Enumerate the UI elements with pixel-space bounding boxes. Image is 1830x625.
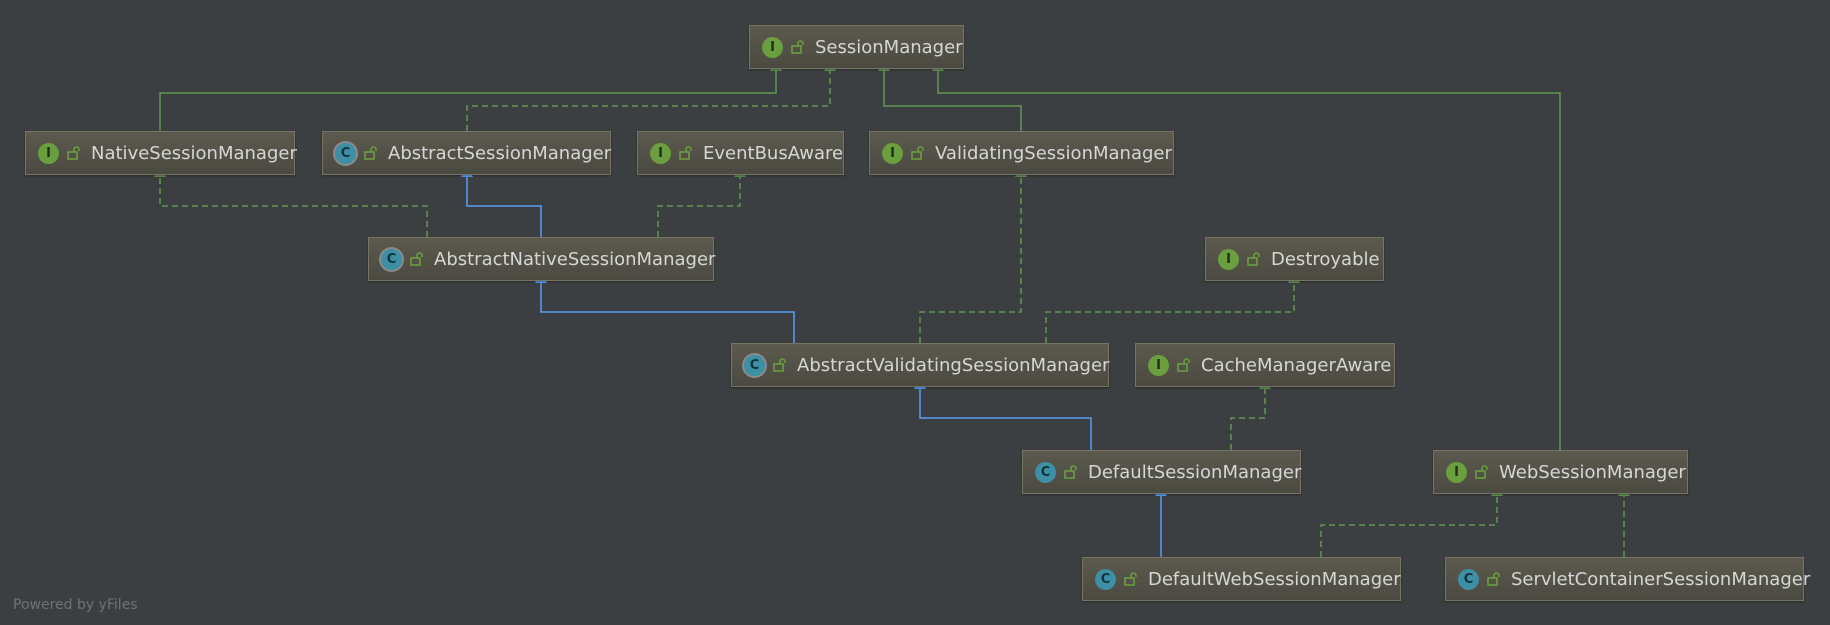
node-label: NativeSessionManager <box>91 142 297 164</box>
node-cache-manager-aware[interactable]: I CacheManagerAware <box>1135 343 1395 387</box>
class-icon: C <box>1095 568 1116 590</box>
node-label: Destroyable <box>1271 248 1380 270</box>
interface-icon: I <box>38 142 59 164</box>
public-lock-icon <box>1487 572 1500 586</box>
node-label: CacheManagerAware <box>1201 354 1392 376</box>
public-lock-icon <box>791 40 804 54</box>
public-lock-icon <box>773 358 786 372</box>
edge-default-to-abstract-validating <box>914 377 1092 450</box>
edge-abstract-validating-to-validating <box>919 165 1027 343</box>
public-lock-icon <box>1124 572 1137 586</box>
public-lock-icon <box>1064 465 1077 479</box>
interface-icon: I <box>1148 354 1169 376</box>
edge-abstract-native-to-abstract <box>461 165 542 237</box>
powered-by-footer: Powered by yFiles <box>13 597 138 613</box>
node-native-session-manager[interactable]: I NativeSessionManager <box>25 131 297 175</box>
node-label: EventBusAware <box>703 142 844 164</box>
node-servlet-container-session-manager[interactable]: C ServletContainerSessionManager <box>1445 557 1810 601</box>
edge-web-to-session-manager <box>932 59 1561 450</box>
abstract-class-icon: C <box>381 248 402 270</box>
node-label: AbstractSessionManager <box>388 142 612 164</box>
edge-default-to-cache-manager-aware <box>1230 377 1271 450</box>
node-validating-session-manager[interactable]: I ValidatingSessionManager <box>869 131 1174 175</box>
interface-icon: I <box>1446 461 1467 483</box>
node-event-bus-aware[interactable]: I EventBusAware <box>637 131 844 175</box>
edge-default-web-to-web <box>1320 484 1503 557</box>
node-label: WebSessionManager <box>1499 461 1686 483</box>
edge-validating-to-session-manager <box>878 59 1022 131</box>
edge-abstract-native-to-event-bus-aware <box>657 165 746 237</box>
edge-abstract-validating-to-destroyable <box>1045 271 1300 343</box>
edge-abstract-to-session-manager <box>466 59 836 131</box>
public-lock-icon <box>911 146 924 160</box>
public-lock-icon <box>1177 358 1190 372</box>
abstract-class-icon: C <box>744 354 765 376</box>
node-abstract-native-session-manager[interactable]: C AbstractNativeSessionManager <box>368 237 716 281</box>
node-web-session-manager[interactable]: I WebSessionManager <box>1433 450 1688 494</box>
node-destroyable[interactable]: I Destroyable <box>1205 237 1384 281</box>
node-label: SessionManager <box>815 36 963 58</box>
node-session-manager[interactable]: I SessionManager <box>749 25 964 69</box>
node-label: DefaultSessionManager <box>1088 461 1302 483</box>
public-lock-icon <box>679 146 692 160</box>
edge-abstract-native-to-native <box>154 165 428 237</box>
class-icon: C <box>1035 461 1056 483</box>
edge-native-to-session-manager <box>159 59 782 131</box>
public-lock-icon <box>1475 465 1488 479</box>
public-lock-icon <box>67 146 80 160</box>
node-label: AbstractValidatingSessionManager <box>797 354 1110 376</box>
node-label: DefaultWebSessionManager <box>1148 568 1401 590</box>
public-lock-icon <box>410 252 423 266</box>
class-icon: C <box>1458 568 1479 590</box>
abstract-class-icon: C <box>335 142 356 164</box>
interface-icon: I <box>1218 248 1239 270</box>
node-label: ValidatingSessionManager <box>935 142 1172 164</box>
node-default-web-session-manager[interactable]: C DefaultWebSessionManager <box>1082 557 1401 601</box>
node-label: ServletContainerSessionManager <box>1511 568 1811 590</box>
interface-icon: I <box>882 142 903 164</box>
edge-abstract-validating-to-abstract-native <box>535 271 795 343</box>
interface-icon: I <box>762 36 783 58</box>
node-abstract-validating-session-manager[interactable]: C AbstractValidatingSessionManager <box>731 343 1109 387</box>
public-lock-icon <box>364 146 377 160</box>
node-abstract-session-manager[interactable]: C AbstractSessionManager <box>322 131 611 175</box>
node-default-session-manager[interactable]: C DefaultSessionManager <box>1022 450 1301 494</box>
node-label: AbstractNativeSessionManager <box>434 248 716 270</box>
public-lock-icon <box>1247 252 1260 266</box>
interface-icon: I <box>650 142 671 164</box>
